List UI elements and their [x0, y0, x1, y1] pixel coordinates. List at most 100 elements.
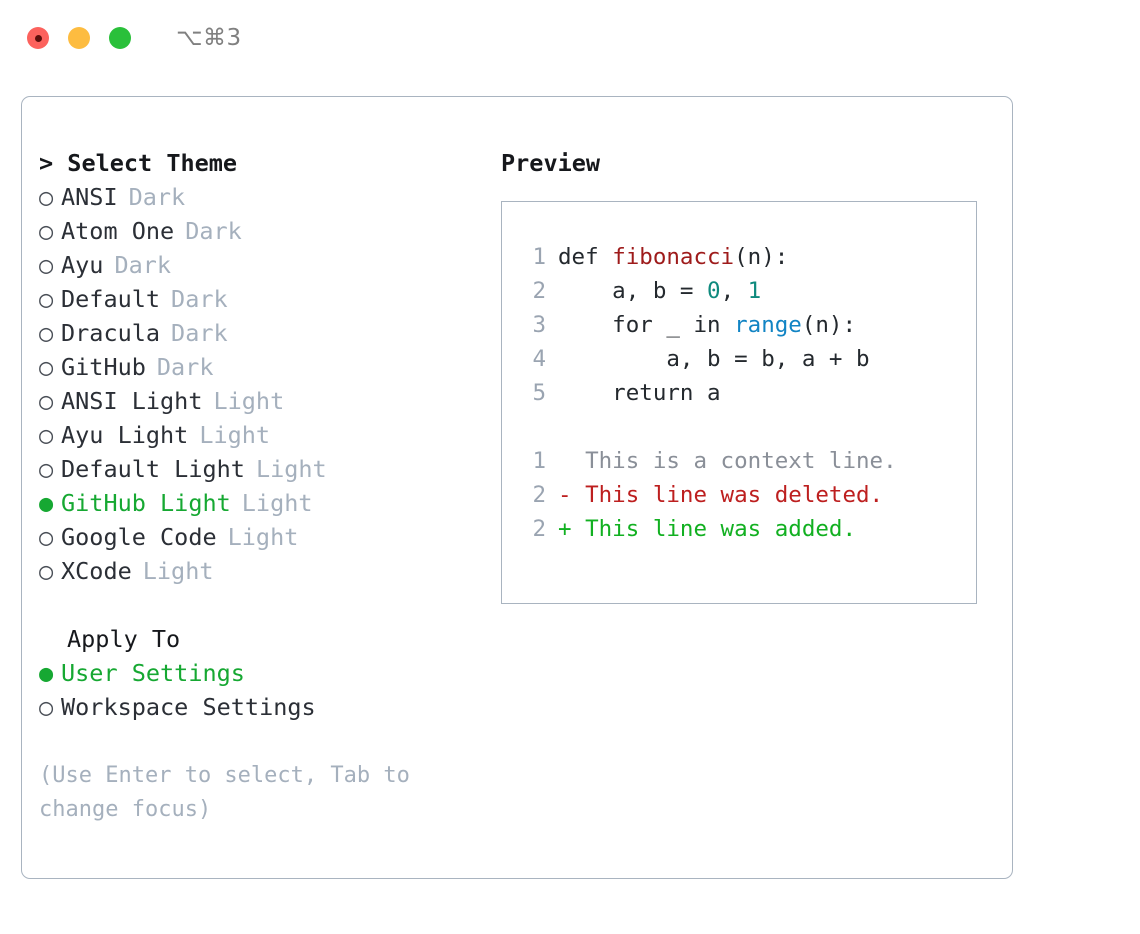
- theme-option[interactable]: ○Default Dark: [39, 282, 499, 316]
- diff-line: 2 - This line was deleted.: [520, 478, 976, 512]
- theme-option-name: GitHub Light: [61, 489, 231, 517]
- theme-option[interactable]: ○Google Code Light: [39, 520, 499, 554]
- window-controls: [27, 27, 131, 49]
- minimize-button[interactable]: [68, 27, 90, 49]
- radio-unselected-icon: ○: [39, 217, 54, 245]
- list-spacer: [39, 588, 499, 622]
- theme-option-tag: Light: [255, 455, 327, 483]
- title-bar: ⌥⌘3: [0, 0, 1140, 76]
- theme-option-tag: Dark: [114, 251, 172, 279]
- theme-option-name: Google Code: [61, 523, 217, 551]
- apply-to-heading: Apply To: [67, 625, 181, 653]
- line-number: 1: [532, 244, 546, 270]
- line-number: 2: [532, 516, 546, 542]
- code-token-num: 0: [707, 278, 721, 304]
- theme-option-tag: Light: [199, 421, 271, 449]
- theme-option-tag: Dark: [156, 353, 214, 381]
- theme-option[interactable]: ○Ayu Light Light: [39, 418, 499, 452]
- theme-option[interactable]: ○Ayu Dark: [39, 248, 499, 282]
- line-number: 2: [532, 278, 546, 304]
- line-number: 5: [532, 380, 546, 406]
- code-token-plain: return a: [558, 380, 721, 406]
- theme-option-name: Ayu: [61, 251, 104, 279]
- code-token-plain: a, b =: [558, 278, 708, 304]
- theme-option-name: GitHub: [61, 353, 146, 381]
- theme-option-name: Default: [61, 285, 161, 313]
- theme-option-tag: Light: [227, 523, 299, 551]
- code-token-plain: for _ in: [558, 312, 735, 338]
- code-content: def fibonacci(n):: [558, 240, 788, 274]
- theme-option-name: Atom One: [61, 217, 175, 245]
- radio-unselected-icon: ○: [39, 285, 54, 313]
- line-number: 4: [532, 346, 546, 372]
- line-number: 1: [532, 448, 546, 474]
- theme-option-name: Ayu Light: [61, 421, 189, 449]
- theme-option[interactable]: ○Atom One Dark: [39, 214, 499, 248]
- code-token-plain: ,: [720, 278, 748, 304]
- diff-line-text-del: - This line was deleted.: [558, 482, 884, 508]
- theme-option[interactable]: ●GitHub Light Light: [39, 486, 499, 520]
- code-line: 2 a, b = 0, 1: [520, 274, 976, 308]
- code-token-num: 1: [747, 278, 762, 304]
- theme-option-tag: Light: [241, 489, 313, 517]
- code-diff-spacer: [520, 410, 976, 444]
- theme-option[interactable]: ○GitHub Dark: [39, 350, 499, 384]
- code-token-plain: def: [558, 244, 613, 270]
- radio-unselected-icon: ○: [39, 421, 54, 449]
- radio-unselected-icon: ○: [39, 523, 54, 551]
- theme-option[interactable]: ○XCode Light: [39, 554, 499, 588]
- keyboard-hint-text: (Use Enter to select, Tab to change focu…: [39, 763, 410, 822]
- radio-unselected-icon: ○: [39, 183, 54, 211]
- theme-option-name: ANSI: [61, 183, 118, 211]
- line-number: 3: [532, 312, 546, 338]
- radio-unselected-icon: ○: [39, 557, 54, 585]
- diff-line: 2 + This line was added.: [520, 512, 976, 546]
- radio-selected-icon: ●: [39, 659, 54, 687]
- code-line: 5 return a: [520, 376, 976, 410]
- code-line: 3 for _ in range(n):: [520, 308, 976, 342]
- radio-unselected-icon: ○: [39, 319, 54, 347]
- radio-unselected-icon: ○: [39, 455, 54, 483]
- code-content: a, b = 0, 1: [558, 274, 761, 308]
- diff-line-text-ctx: This is a context line.: [558, 448, 897, 474]
- theme-option-tag: Dark: [171, 285, 228, 313]
- radio-unselected-icon: ○: [39, 353, 54, 381]
- theme-option-tag: Dark: [185, 217, 242, 245]
- theme-option-tag: Light: [142, 557, 214, 585]
- code-content: return a: [558, 376, 721, 410]
- apply-to-option-name: Workspace Settings: [61, 693, 316, 721]
- apply-to-option[interactable]: ○Workspace Settings: [39, 690, 499, 724]
- select-theme-heading: > Select Theme: [39, 149, 238, 177]
- diff-line: 1 This is a context line.: [520, 444, 976, 478]
- code-content: a, b = b, a + b: [558, 342, 870, 376]
- apply-to-list: ●User Settings○Workspace Settings: [39, 656, 499, 724]
- theme-option-tag: Dark: [171, 319, 228, 347]
- theme-option-name: XCode: [61, 557, 132, 585]
- apply-to-option[interactable]: ●User Settings: [39, 656, 499, 690]
- line-number: 2: [532, 482, 546, 508]
- theme-option-tag: Light: [213, 387, 285, 415]
- code-token-plain: a, b = b, a + b: [558, 346, 870, 372]
- radio-unselected-icon: ○: [39, 387, 54, 415]
- diff-line-text-add: + This line was added.: [558, 516, 857, 542]
- zoom-button[interactable]: [109, 27, 131, 49]
- code-token-plain: (n):: [801, 312, 857, 338]
- code-token-fn: fibonacci: [612, 244, 735, 270]
- theme-option[interactable]: ○ANSI Light Light: [39, 384, 499, 418]
- radio-selected-icon: ●: [39, 489, 54, 517]
- preview-heading: Preview: [501, 149, 601, 177]
- theme-option-name: ANSI Light: [61, 387, 203, 415]
- radio-unselected-icon: ○: [39, 251, 54, 279]
- close-button[interactable]: [27, 27, 49, 49]
- code-line: 4 a, b = b, a + b: [520, 342, 976, 376]
- keyboard-shortcut-label: ⌥⌘3: [176, 25, 242, 51]
